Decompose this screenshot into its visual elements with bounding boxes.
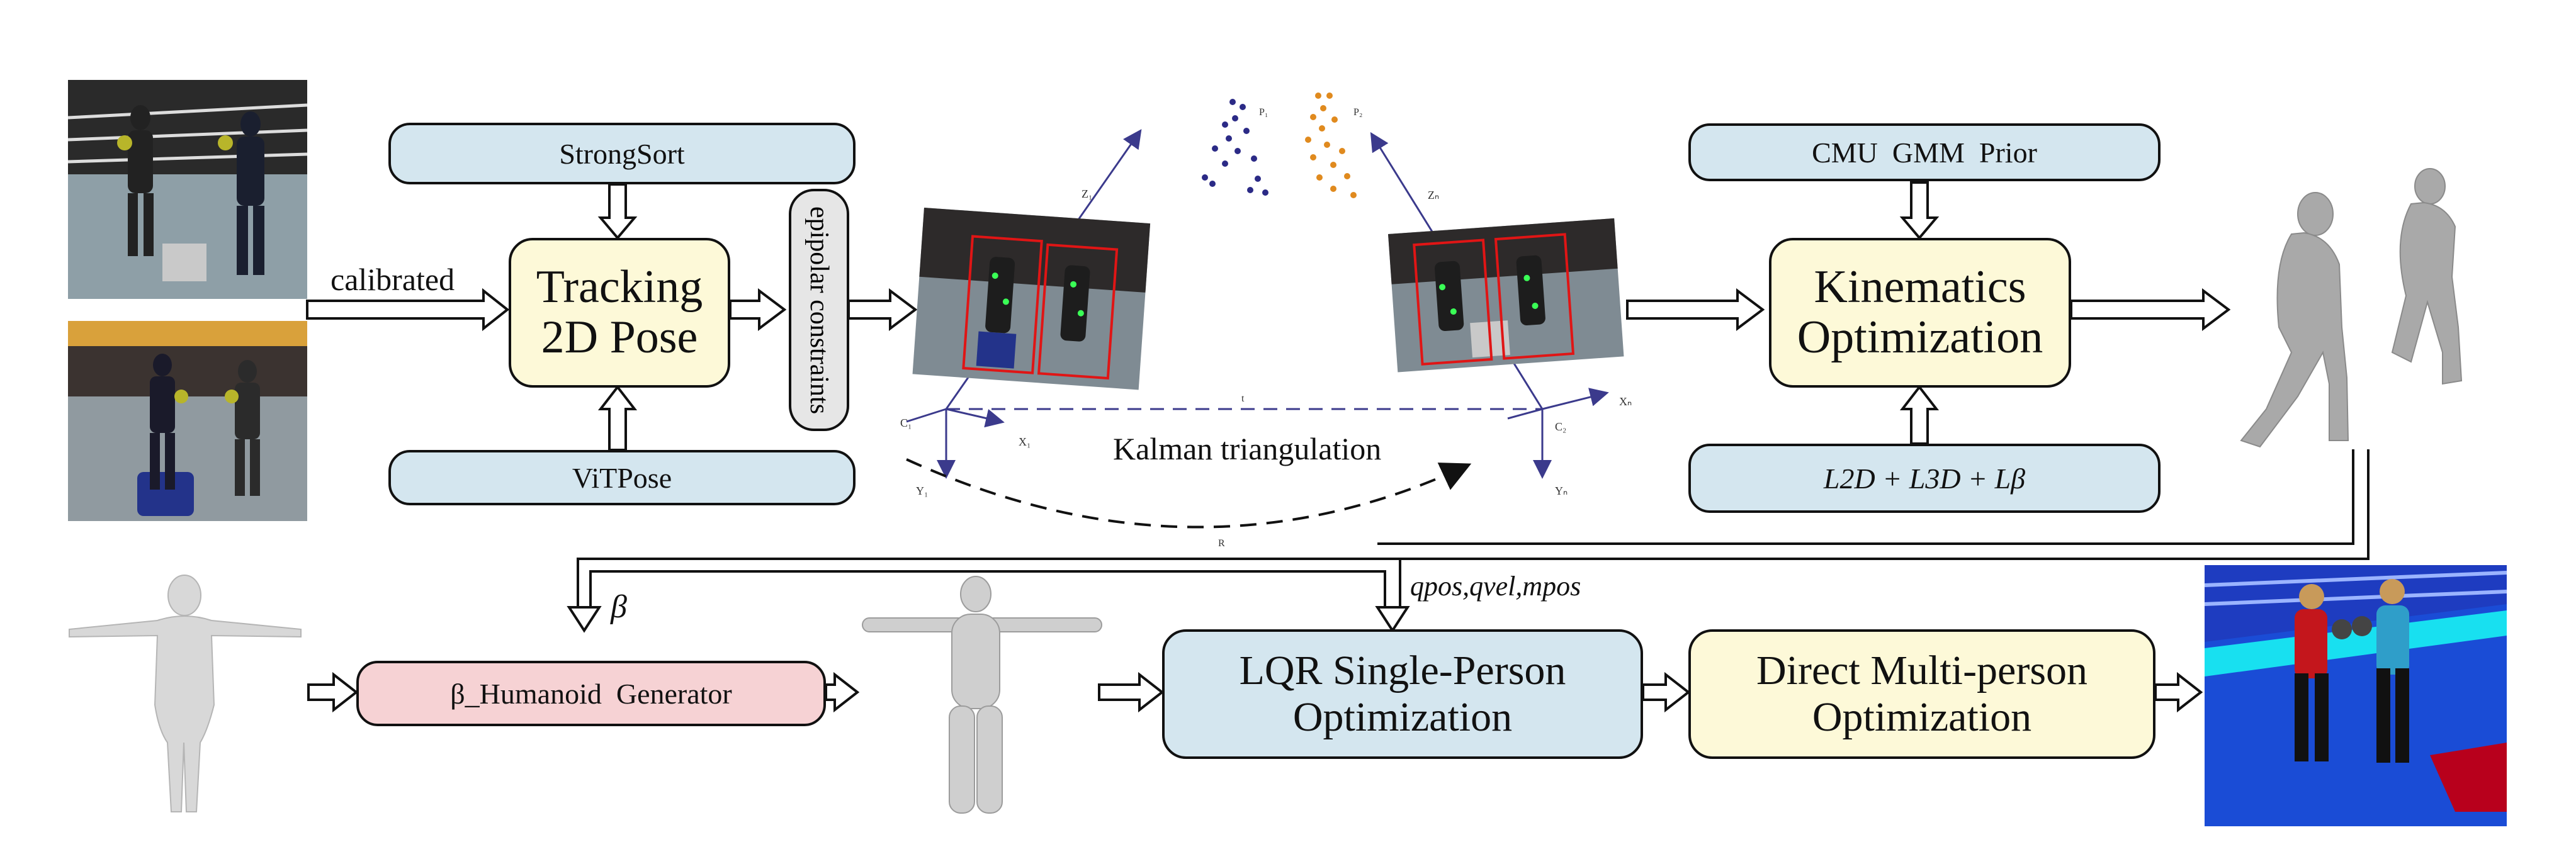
- qpos-qvel-mpos-label: qpos,qvel,mpos: [1410, 571, 1581, 602]
- camera-label-p2: P₂: [1353, 107, 1363, 118]
- camera-label-c1: C₁: [900, 417, 912, 429]
- camera-label-r: R: [1218, 538, 1225, 549]
- vitpose-box: ViTPose: [388, 450, 856, 505]
- kalman-arc: [906, 458, 1472, 529]
- keypoints-left: [1202, 99, 1268, 196]
- camera-label-z1: Z₁: [1082, 188, 1093, 200]
- arrow-mesh-generator: [307, 671, 359, 713]
- camera-label-yn: Yₙ: [1555, 485, 1568, 497]
- camera-label-xn: Xₙ: [1619, 395, 1632, 408]
- camera-label-y1: Y₁: [916, 485, 929, 497]
- arrow-vitpose-tracking: [597, 385, 638, 451]
- arrow-lqr-direct: [1642, 671, 1691, 713]
- camera-label-p1: P₁: [1259, 107, 1268, 118]
- simulation-result: [2204, 565, 2507, 826]
- cmu-gmm-prior-box: CMU GMM Prior: [1688, 123, 2161, 181]
- capsule-humanoid: [862, 576, 1102, 814]
- arrow-generator-humanoid: [825, 671, 860, 713]
- loss-terms-box: L2D + L3D + Lβ: [1688, 444, 2161, 513]
- fitted-meshes: [2240, 168, 2463, 448]
- arrow-strongsort-tracking: [597, 183, 638, 240]
- camera-label-zn: Zₙ: [1428, 189, 1440, 201]
- calibrated-label: calibrated: [330, 262, 455, 297]
- arrowhead-beta: [567, 606, 602, 633]
- beta-label: β: [611, 589, 627, 625]
- arrow-triangulation-kinematics: [1626, 288, 1765, 331]
- beta-humanoid-generator-box: β_Humanoid Generator: [356, 661, 826, 726]
- lqr-single-person-box: LQR Single-Person Optimization: [1162, 629, 1643, 759]
- camera-image-left: [912, 208, 1151, 390]
- epipolar-constraints-box: epipolar constraints: [789, 189, 849, 431]
- camera-label-c2: C₂: [1555, 420, 1567, 433]
- kinematics-optimization-box: Kinematics Optimization: [1769, 238, 2071, 388]
- feedback-line-inner: [1377, 449, 2354, 545]
- arrow-loss-kinematics: [1899, 385, 1940, 445]
- arrowhead-qpos: [1375, 606, 1410, 633]
- tracking-2d-pose-box: Tracking 2D Pose: [509, 238, 730, 388]
- arrow-calibrated: [306, 288, 510, 332]
- arrow-direct-result: [2154, 671, 2203, 713]
- camera-label-x1: X₁: [1019, 435, 1031, 448]
- feedback-line-outer: [577, 449, 2370, 607]
- strongsort-box: StrongSort: [388, 123, 856, 184]
- camera-image-right: [1388, 218, 1624, 373]
- arrow-epipolar-triangulation: [847, 288, 918, 331]
- input-view-bottom-photo: [68, 321, 307, 521]
- arrow-humanoid-lqr: [1098, 671, 1165, 713]
- arrow-tracking-epipolar: [729, 288, 787, 331]
- direct-multi-person-box: Direct Multi-person Optimization: [1688, 629, 2155, 759]
- camera-label-t: t: [1241, 393, 1245, 404]
- epipolar-constraints-label: epipolar constraints: [805, 206, 834, 414]
- keypoints-right: [1305, 93, 1357, 198]
- tpose-mesh: [69, 575, 302, 812]
- arrow-kinematics-mesh: [2070, 288, 2231, 331]
- kalman-triangulation-label: Kalman triangulation: [1113, 431, 1382, 466]
- input-view-top-photo: [68, 80, 307, 299]
- arrow-cmu-kinematics: [1899, 181, 1940, 240]
